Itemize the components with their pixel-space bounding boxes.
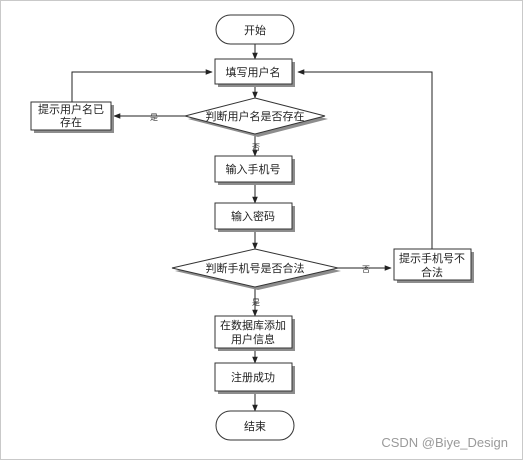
node-username-exists-line2: 存在 <box>60 115 82 129</box>
node-input-password: 输入密码 <box>214 202 295 232</box>
edge-label-phone-no: 否 <box>362 265 370 274</box>
edge-label-phone-yes: 是 <box>252 298 260 307</box>
edge-username-exists-loop <box>71 69 213 102</box>
node-add-user-line1: 在数据库添加 <box>220 318 286 332</box>
node-input-password-label: 输入密码 <box>231 209 275 223</box>
node-phone-invalid-line2: 合法 <box>421 265 443 279</box>
node-end: 结束 <box>215 410 295 441</box>
edge-phone-invalid-loop <box>297 69 433 249</box>
node-start-label: 开始 <box>244 23 266 37</box>
node-register-success: 注册成功 <box>214 362 295 394</box>
node-end-label: 结束 <box>244 420 266 433</box>
node-add-user: 在数据库添加 用户信息 <box>214 315 295 351</box>
node-username-exists-line1: 提示用户名已 <box>38 102 104 116</box>
node-username-exists: 提示用户名已 存在 <box>30 101 114 133</box>
node-input-phone: 输入手机号 <box>214 155 295 185</box>
watermark: CSDN @Biye_Design <box>381 435 508 450</box>
node-start: 开始 <box>215 14 295 45</box>
node-fill-username: 填写用户名 <box>214 58 295 87</box>
node-phone-invalid-line1: 提示手机号不 <box>399 251 465 265</box>
node-check-phone-label: 判断手机号是否合法 <box>206 261 305 275</box>
edges <box>71 44 433 412</box>
edge-label-username-no: 否 <box>252 143 260 152</box>
node-fill-username-label: 填写用户名 <box>226 65 281 79</box>
node-check-username: 判断用户名是否存在 <box>184 97 328 137</box>
node-phone-invalid: 提示手机号不 合法 <box>393 248 474 283</box>
node-check-username-label: 判断用户名是否存在 <box>206 109 305 123</box>
node-input-phone-label: 输入手机号 <box>226 162 281 176</box>
node-add-user-line2: 用户信息 <box>231 332 275 346</box>
node-check-phone: 判断手机号是否合法 <box>171 248 341 290</box>
node-register-success-label: 注册成功 <box>231 370 275 384</box>
edge-label-username-yes: 是 <box>150 113 158 122</box>
